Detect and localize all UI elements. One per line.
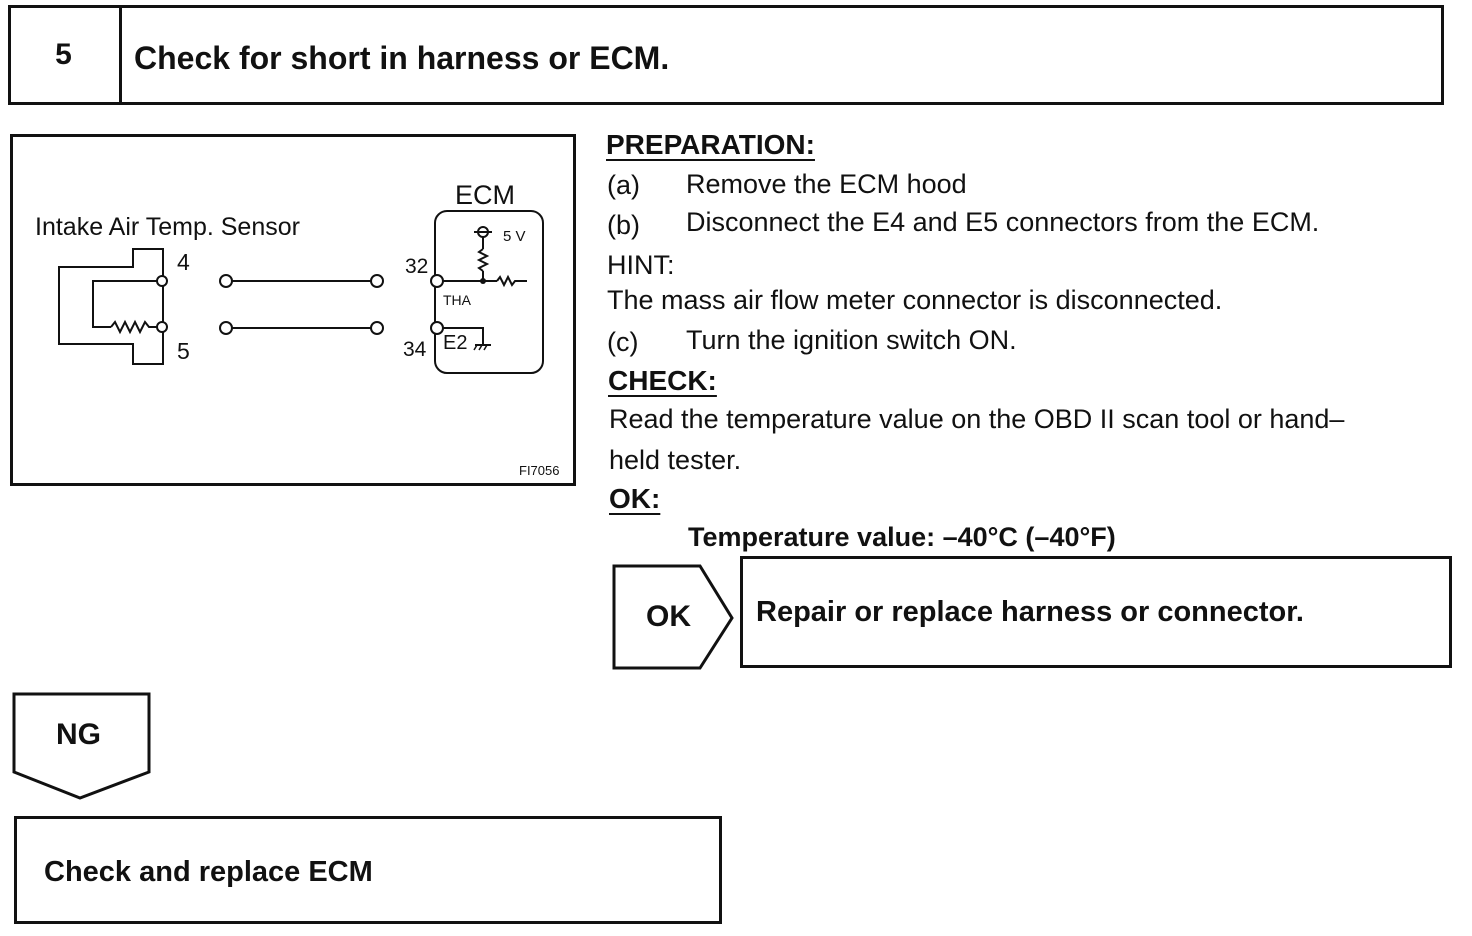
ecm-terminal-32 xyxy=(430,274,444,288)
step-number: 5 xyxy=(8,5,122,105)
ng-action-box xyxy=(14,816,722,924)
pullup-resistor xyxy=(476,248,490,272)
ng-flow-label: NG xyxy=(56,718,101,751)
ok-action-box xyxy=(740,556,1452,668)
preparation-heading: PREPARATION: xyxy=(606,129,815,160)
pin-4-label: 4 xyxy=(177,249,190,275)
ecm-label: ECM xyxy=(455,180,515,210)
check-text-line-2: held tester. xyxy=(609,445,742,475)
tha-resistor xyxy=(496,274,527,288)
ok-arrow-shape xyxy=(612,564,734,670)
e2-line xyxy=(443,327,484,345)
prep-step-b-text: Disconnect the E4 and E5 connectors from… xyxy=(686,207,1320,237)
wiring-diagram-svg: Intake Air Temp. Sensor ECM 4 5 32 34 5 … xyxy=(35,180,559,478)
sensor-body xyxy=(58,248,164,365)
harness-connector-b-left xyxy=(219,321,233,335)
harness-connector-a-left xyxy=(219,274,233,288)
prep-step-b-marker: (b) xyxy=(607,210,640,240)
wiring-diagram: Intake Air Temp. Sensor ECM 4 5 32 34 5 … xyxy=(10,134,576,486)
check-text-line-1: Read the temperature value on the OBD II… xyxy=(609,404,1345,434)
harness-connector-a-right xyxy=(370,274,384,288)
prep-step-a-marker: (a) xyxy=(607,170,640,200)
ok-spec: Temperature value: –40°C (–40°F) xyxy=(688,522,1116,552)
harness-connector-b-right xyxy=(370,321,384,335)
hint-text: The mass air flow meter connector is dis… xyxy=(607,285,1223,315)
ok-heading: OK: xyxy=(609,483,661,514)
voltage-label: 5 V xyxy=(503,228,526,245)
tha-label: THA xyxy=(443,292,472,308)
sensor-label: Intake Air Temp. Sensor xyxy=(35,213,300,241)
pin-32-label: 32 xyxy=(405,255,428,278)
prep-step-c-text: Turn the ignition switch ON. xyxy=(686,325,1017,355)
sensor-terminal-4 xyxy=(156,275,168,287)
step-title: Check for short in harness or ECM. xyxy=(134,40,670,76)
pin-5-label: 5 xyxy=(177,338,190,364)
ok-flow-label: OK xyxy=(646,600,691,633)
ecm-box xyxy=(434,210,544,374)
ng-action-text: Check and replace ECM xyxy=(44,856,373,888)
hint-label: HINT: xyxy=(607,250,675,280)
ng-arrow-shape xyxy=(12,692,151,800)
sensor-terminal-5 xyxy=(156,321,168,333)
prep-step-a-text: Remove the ECM hood xyxy=(686,169,967,199)
ecm-terminal-34 xyxy=(430,321,444,335)
figure-code: FI7056 xyxy=(519,463,559,478)
sensor-resistor xyxy=(110,319,162,335)
prep-step-c-marker: (c) xyxy=(607,327,639,357)
pin-34-label: 34 xyxy=(403,338,427,361)
step-header-box xyxy=(8,5,1444,105)
ok-action-text: Repair or replace harness or connector. xyxy=(756,596,1304,628)
sensor-inner-wire xyxy=(92,280,162,328)
check-heading: CHECK: xyxy=(608,365,717,396)
junction-dot xyxy=(480,278,486,284)
e2-label: E2 xyxy=(443,332,467,354)
